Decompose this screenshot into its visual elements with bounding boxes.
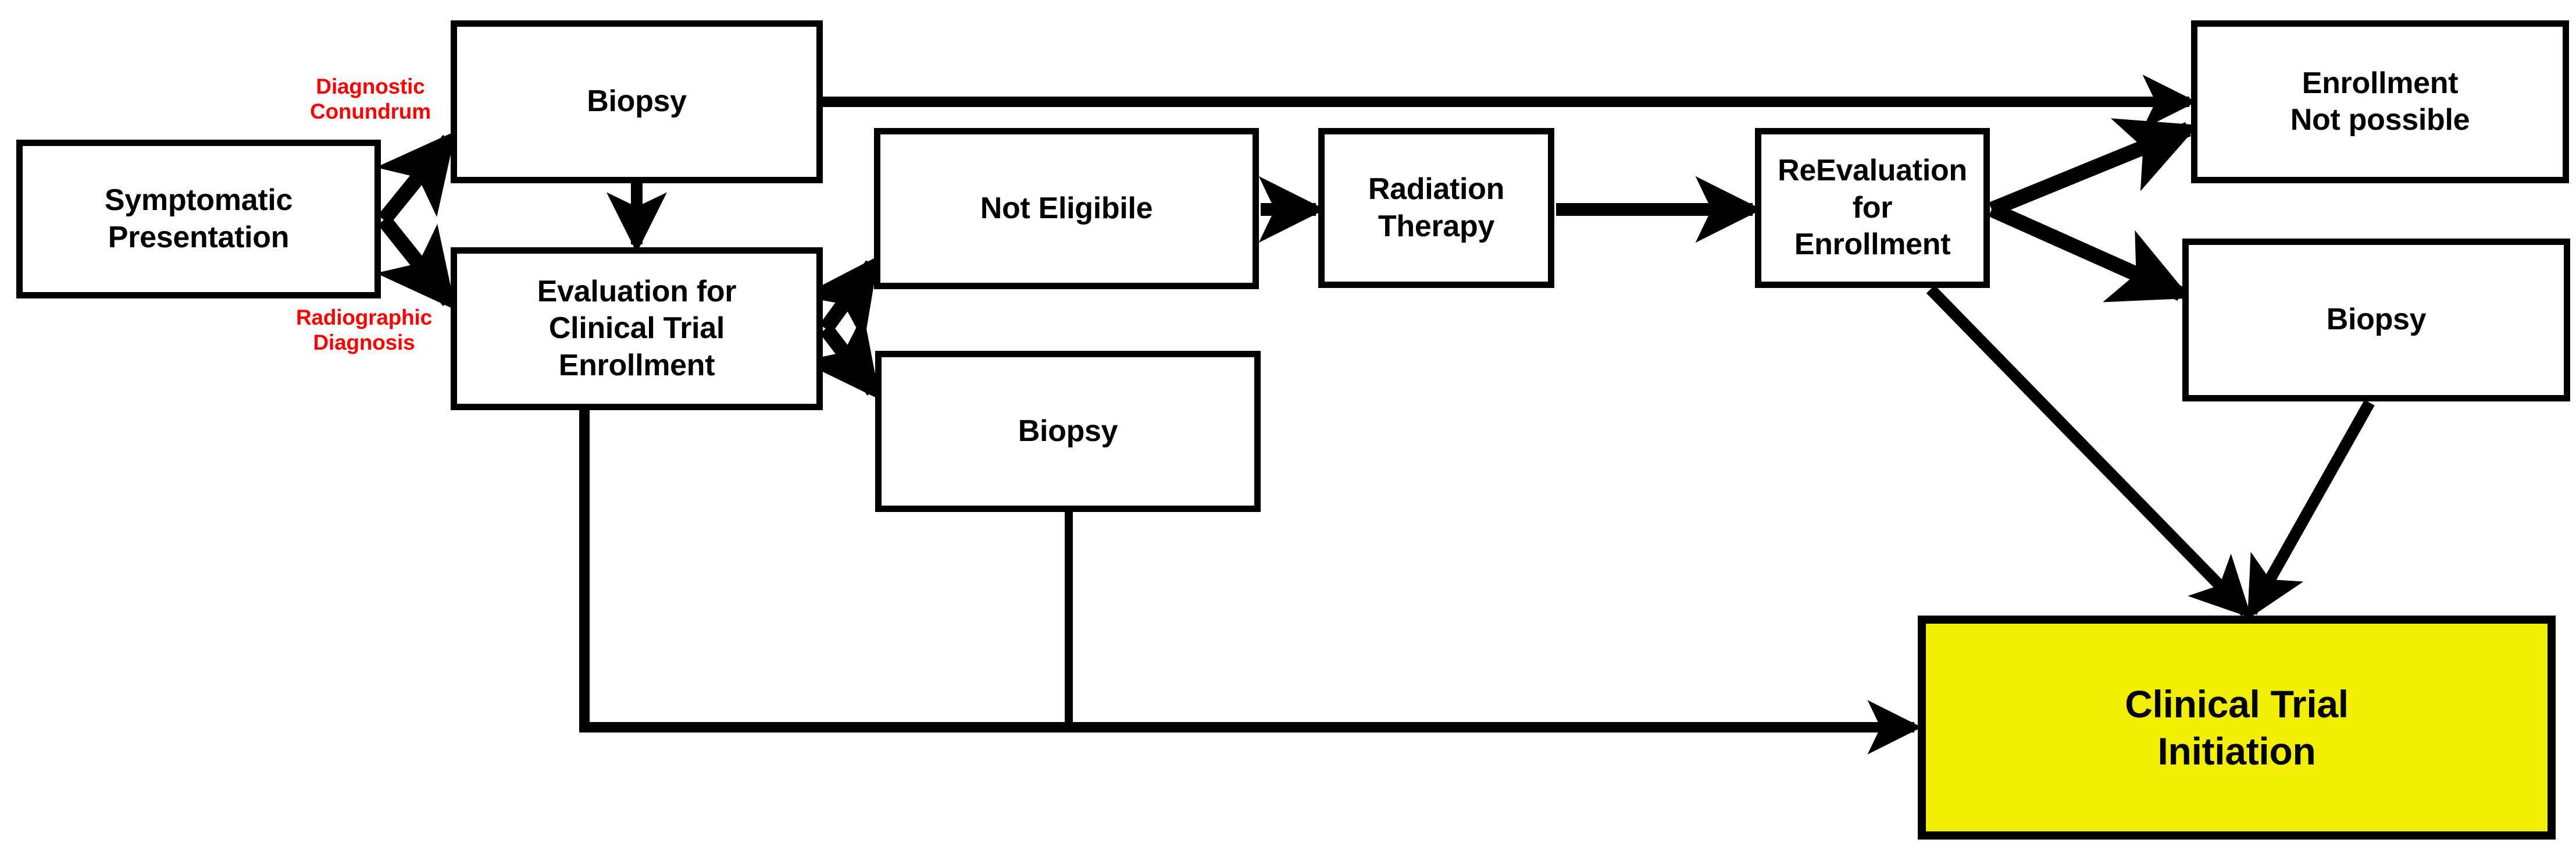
node-label: Enrollment Not possible xyxy=(2290,66,2470,137)
node-label: Radiation Therapy xyxy=(1368,172,1505,243)
node-evaluation-for-clinical-trial-enrollment[interactable]: Evaluation for Clinical Trial Enrollment xyxy=(451,247,823,410)
connector-reevaluation-to-biopsy-right xyxy=(1988,202,2191,303)
connector-evaluation-to-biopsy-middle xyxy=(801,313,880,400)
node-label: ReEvaluation for Enrollment xyxy=(1778,154,1967,262)
node-label: Symptomatic Presentation xyxy=(104,183,293,254)
connector-symptomatic-to-evaluation xyxy=(376,215,456,310)
node-reevaluation-for-enrollment[interactable]: ReEvaluation for Enrollment xyxy=(1755,128,1990,288)
edge-label-radiographic-diagnosis: Radiographic Diagnosis xyxy=(295,305,433,354)
edge-label-diagnostic-conundrum: Diagnostic Conundrum xyxy=(310,74,431,123)
connector-biopsy-right-to-clinical-trial-initiation xyxy=(2246,400,2375,620)
node-not-eligibile[interactable]: Not Eligibile xyxy=(874,128,1259,289)
node-label: Biopsy xyxy=(1018,414,1118,448)
node-enrollment-not-possible[interactable]: Enrollment Not possible xyxy=(2191,20,2569,183)
connector-evaluation-to-not-eligibile xyxy=(800,255,879,343)
node-label: Not Eligibile xyxy=(980,191,1153,225)
connector-reevaluation-to-enrollment-not-possible xyxy=(1989,118,2199,217)
node-label: Clinical Trial Initiation xyxy=(2125,682,2349,773)
node-label: Evaluation for Clinical Trial Enrollment xyxy=(537,274,737,382)
node-label: Biopsy xyxy=(2326,303,2427,337)
node-label: Biopsy xyxy=(587,84,687,119)
node-biopsy-top[interactable]: Biopsy xyxy=(451,20,823,183)
node-symptomatic-presentation[interactable]: Symptomatic Presentation xyxy=(16,140,381,298)
node-biopsy-middle[interactable]: Biopsy xyxy=(875,351,1261,512)
node-radiation-therapy[interactable]: Radiation Therapy xyxy=(1318,128,1554,288)
node-biopsy-right[interactable]: Biopsy xyxy=(2182,239,2570,401)
node-clinical-trial-initiation[interactable]: Clinical Trial Initiation xyxy=(1918,616,2556,840)
connector-symptomatic-to-biopsy-top xyxy=(376,131,456,225)
